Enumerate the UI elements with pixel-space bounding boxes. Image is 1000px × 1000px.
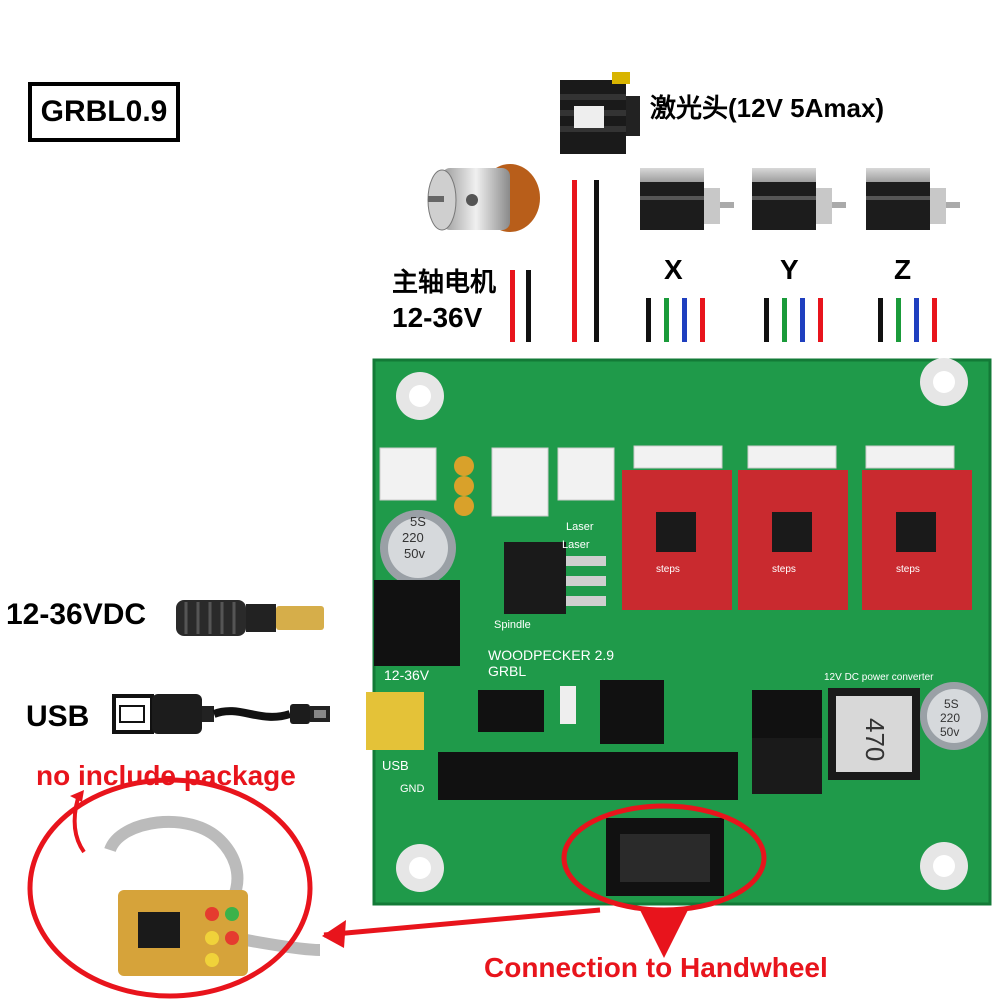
- laser-head-label: 激光头(12V 5Amax): [650, 93, 885, 123]
- dc-input-label: 12-36VDC: [6, 598, 147, 631]
- board-name-silk: WOODPECKER 2.9: [488, 647, 614, 663]
- cap-left-3: 50v: [404, 546, 425, 561]
- cap-right-3: 50v: [940, 725, 959, 739]
- spindle-motor-label: 主轴电机: [392, 267, 497, 297]
- stepper-motor-x: [640, 168, 734, 230]
- stepper-motor-z: [866, 168, 960, 230]
- handwheel-pendant: [104, 815, 321, 976]
- converter-silk: 12V DC power converter: [824, 672, 934, 683]
- laser-silk2: Laser: [562, 539, 590, 551]
- x-axis-wires: [646, 298, 705, 342]
- spindle-voltage-label: 12-36V: [392, 302, 483, 333]
- pendant-arrow-line: [323, 907, 601, 938]
- axis-x-label: X: [664, 254, 683, 285]
- axis-y-label: Y: [780, 254, 799, 285]
- spindle-silk: Spindle: [494, 619, 531, 631]
- usb-cable: [112, 694, 330, 734]
- stepper-motor-y: [752, 168, 846, 230]
- pcb-board: [366, 358, 992, 906]
- no-include-label: no include package: [36, 760, 296, 791]
- laser-silk: Laser: [566, 521, 594, 533]
- usb-silk: USB: [382, 758, 409, 773]
- usb-label: USB: [26, 700, 90, 733]
- dc-plug: [176, 600, 324, 636]
- pendant-highlight: [27, 777, 313, 999]
- cap-right-2: 220: [940, 711, 960, 725]
- laser-module: [560, 72, 640, 154]
- y-axis-wires: [764, 298, 823, 342]
- board-fw-silk: GRBL: [488, 663, 526, 679]
- spindle-wires: [510, 270, 531, 342]
- cap-left-2: 220: [402, 530, 424, 545]
- z-axis-wires: [878, 298, 937, 342]
- cap-left-1: 5S: [410, 514, 426, 529]
- no-include-arrow: [72, 797, 86, 854]
- spindle-motor: [427, 164, 540, 232]
- gnd-silk: GND: [400, 783, 425, 795]
- grbl-version-badge: GRBL0.9: [28, 82, 180, 142]
- inductor-silk: 470: [860, 718, 890, 761]
- driver-y-silk: steps: [772, 564, 796, 575]
- power-silk: 12-36V: [384, 667, 430, 683]
- driver-x-silk: steps: [656, 564, 680, 575]
- pendant-arrow-head: [322, 920, 346, 948]
- grbl-version-label: GRBL0.9: [40, 95, 168, 128]
- driver-z-silk: steps: [896, 564, 920, 575]
- axis-z-label: Z: [894, 254, 912, 285]
- cap-right-1: 5S: [944, 697, 959, 711]
- laser-wires: [572, 180, 599, 342]
